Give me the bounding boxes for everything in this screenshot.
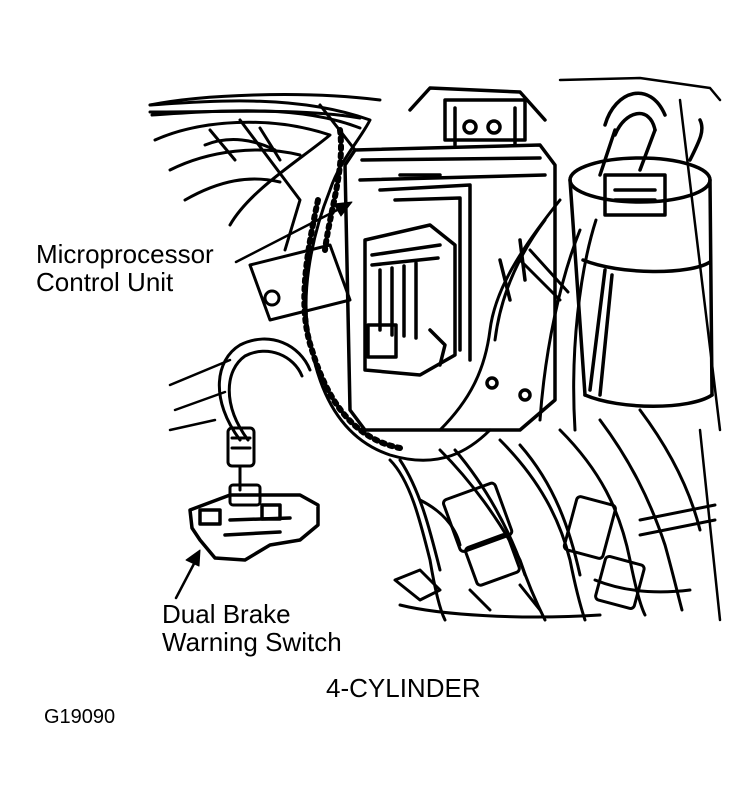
fender-panel — [148, 93, 382, 252]
brake-switch-wires — [217, 337, 312, 507]
control-unit-label-line2: Control Unit — [36, 267, 174, 297]
wiring-harness — [148, 99, 598, 462]
dual-brake-warning-switch — [188, 493, 320, 562]
brake-switch-label: Dual Brake Warning Switch — [162, 600, 342, 656]
leader-arrow-control-unit — [234, 201, 353, 264]
control-unit-label: Microprocessor Control Unit — [36, 240, 214, 296]
leader-arrow-brake-switch — [174, 549, 201, 600]
lower-wire-bundle — [388, 408, 717, 622]
canister — [568, 118, 714, 408]
control-unit — [343, 86, 557, 432]
brake-switch-label-line2: Warning Switch — [162, 627, 342, 657]
canister-hose — [598, 91, 667, 217]
engine-type-label: 4-CYLINDER — [326, 673, 481, 703]
control-unit-connector — [363, 223, 457, 377]
figure-code: G19090 — [44, 706, 116, 728]
control-unit-label-line1: Microprocessor — [36, 239, 214, 269]
brake-switch-label-line1: Dual Brake — [162, 599, 291, 629]
mounting-bracket — [248, 243, 352, 322]
